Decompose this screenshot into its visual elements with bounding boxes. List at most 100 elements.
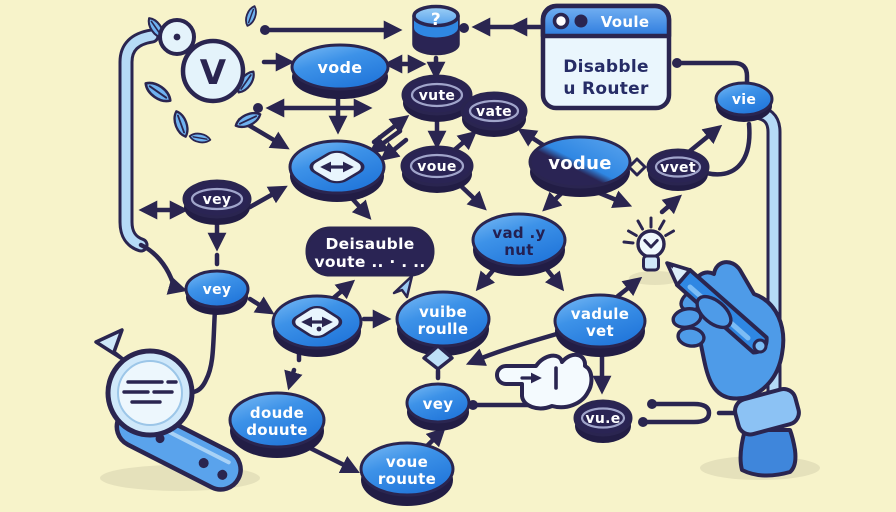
wristband — [733, 387, 801, 437]
node-vue-label: vu.e — [585, 411, 620, 427]
arm — [738, 428, 798, 478]
node-voue: voue — [400, 145, 474, 193]
window-control-icon — [552, 12, 570, 30]
node-voue-route-line1: voue — [386, 453, 428, 471]
database-question-icon: ? — [412, 4, 460, 56]
node-vey-dark-label: vey — [203, 192, 232, 208]
curve-connector — [674, 60, 750, 85]
glyph-dot — [316, 326, 322, 332]
node-vodue-label: vodue — [548, 153, 612, 174]
node-voue-route-line2: rouute — [378, 470, 436, 488]
node-vodue: vodue — [528, 135, 632, 197]
leaf-icon — [242, 3, 260, 29]
arrow — [368, 128, 403, 154]
node-vute-label: vute — [419, 88, 455, 104]
node-vady-line2: nut — [504, 241, 533, 259]
node-vute: vute — [401, 74, 473, 122]
node-vadule: vadule vet — [553, 293, 647, 357]
node-vady: vad .y nut — [471, 212, 567, 276]
node-doude-line1: doude — [250, 404, 304, 422]
node-vey-bottom-label: vey — [423, 395, 454, 413]
node-vey-dark: vey — [182, 179, 252, 225]
leaf-icon — [232, 108, 264, 132]
disable-pill-line1: Deisauble — [325, 235, 414, 253]
pen-tip — [665, 261, 692, 287]
leaf-icon — [140, 77, 176, 107]
curve-connector — [190, 306, 218, 395]
bulb-base — [642, 254, 660, 272]
arrow — [247, 185, 288, 210]
node-vate: vate — [460, 91, 528, 137]
magnifier-lens — [117, 360, 183, 426]
code-route-icon-top — [288, 139, 386, 202]
arrow — [615, 276, 643, 299]
vue-v-logo: V — [140, 3, 264, 145]
window-control-icon — [574, 14, 588, 28]
cylinder-top — [412, 4, 460, 28]
bulb-glass — [636, 229, 666, 259]
pointing-hand-icon — [495, 352, 594, 411]
arrow — [459, 184, 487, 211]
connector-dot — [459, 23, 469, 33]
node-vady-line1: vad .y — [492, 224, 545, 242]
decision-diamond-icon — [627, 157, 647, 177]
node-vey-bottom: vey — [405, 382, 471, 431]
decision-diamond-icon-light — [422, 344, 454, 371]
arrow — [659, 194, 682, 215]
node-vue: vu.e — [573, 399, 633, 443]
hand-holding-pen-icon — [665, 260, 801, 478]
connector-dot — [638, 417, 648, 427]
pipe-left — [118, 28, 160, 253]
node-vvet: vvet — [646, 148, 710, 191]
arrow — [465, 330, 563, 366]
node-vey-blue: vey — [184, 269, 250, 315]
window-titlebar — [540, 3, 672, 39]
code-route-icon-mid — [271, 294, 363, 357]
node-vie-label: vie — [732, 92, 756, 108]
node-vuibe-line2: roulle — [418, 320, 469, 338]
leaf-icon — [170, 108, 192, 140]
cylinder-label: ? — [431, 10, 441, 30]
uturn-connector — [643, 401, 712, 425]
arrow — [305, 444, 360, 473]
logo-circle — [180, 38, 246, 104]
arrow — [379, 137, 409, 162]
node-voue-route: voue rouute — [359, 441, 455, 506]
magnifier-flag — [94, 328, 126, 362]
arrow — [138, 242, 188, 295]
cursor-arrow-icon — [392, 274, 414, 299]
node-doude: doude douute — [228, 391, 326, 458]
bulb-check — [643, 239, 659, 249]
node-vuibe-line1: vuibe — [419, 303, 467, 321]
arrow — [687, 124, 723, 154]
arrow — [284, 367, 303, 391]
node-disable-pill: Deisauble voute .. · . .. — [305, 226, 435, 277]
node-vate-label: vate — [476, 104, 512, 120]
node-vode: vode — [290, 43, 390, 99]
pen-cap — [752, 338, 768, 354]
leaf-icon — [188, 131, 212, 145]
curve-connector — [703, 121, 752, 177]
node-vvet-label: vvet — [660, 160, 696, 176]
lightbulb-check-icon — [622, 216, 675, 272]
node-doude-line2: douute — [246, 421, 308, 439]
node-voue-label: voue — [417, 159, 456, 175]
window-text-line2: u Router — [563, 79, 649, 99]
node-vuibe: vuibe roulle — [395, 290, 491, 356]
node-vadule-line2: vet — [586, 322, 614, 340]
logo-dot — [173, 33, 181, 41]
window-title: Voule — [601, 13, 650, 31]
node-vadule-line1: vadule — [571, 305, 629, 323]
disable-pill-line2: voute .. · . .. — [314, 253, 425, 271]
window-text-line1: Disabble — [563, 57, 649, 77]
pen-nib — [667, 263, 675, 269]
browser-window: Voule Disabble u Router — [540, 3, 672, 111]
magnifying-glass-icon — [94, 328, 243, 492]
arrow — [247, 296, 275, 315]
logo-letter: V — [200, 53, 227, 93]
arrow — [371, 114, 410, 145]
node-vode-label: vode — [318, 58, 363, 77]
node-vey-blue-label: vey — [203, 282, 232, 298]
